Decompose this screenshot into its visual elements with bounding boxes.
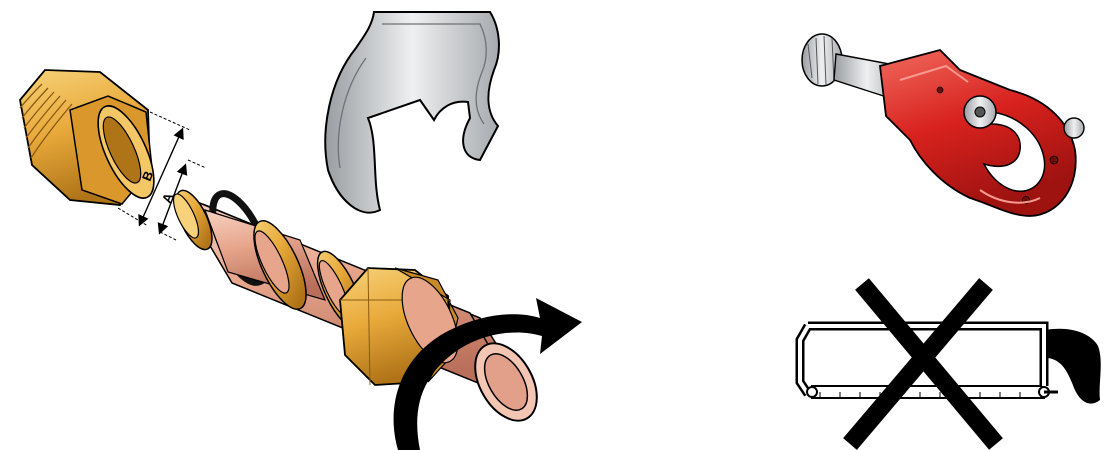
hacksaw-prohibited [800,284,1101,444]
pipe-cutter [802,34,1084,216]
cutting-wheel [964,96,996,128]
prohibited-cross-icon [850,284,996,444]
open-end-wrench [325,12,499,213]
threaded-fitting-body [20,70,165,206]
cutter-roller [1064,118,1084,138]
